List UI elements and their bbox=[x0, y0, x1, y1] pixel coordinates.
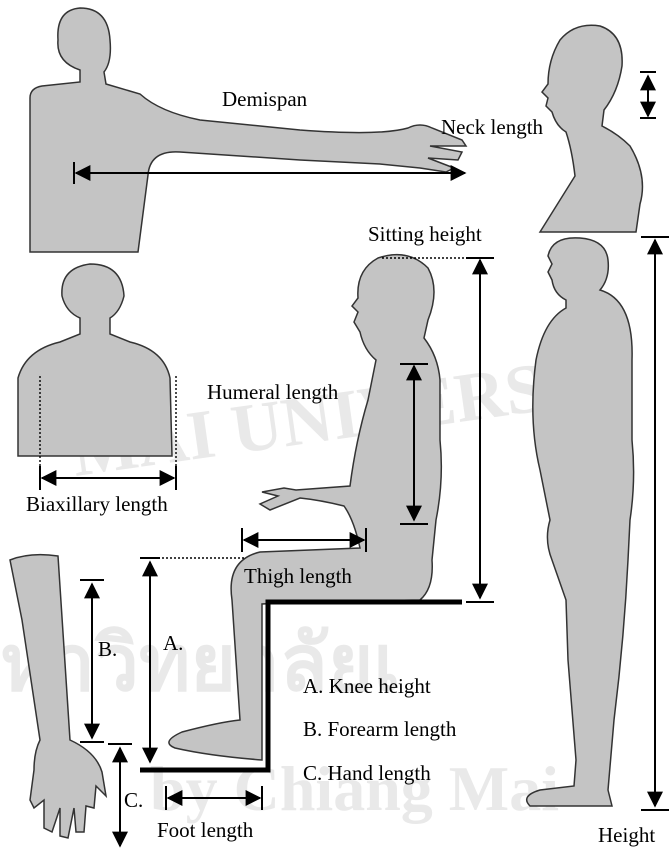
foot-length-label: Foot length bbox=[157, 818, 254, 842]
standing-figure bbox=[527, 238, 634, 806]
marker-c-label: C. bbox=[124, 788, 143, 812]
legend-hand-length: C. Hand length bbox=[303, 761, 431, 785]
legend-forearm-length: B. Forearm length bbox=[303, 717, 457, 741]
thigh-length-label: Thigh length bbox=[244, 564, 352, 588]
marker-b-label: B. bbox=[98, 637, 117, 661]
humeral-length-label: Humeral length bbox=[207, 380, 339, 404]
demispan-label: Demispan bbox=[222, 87, 308, 111]
legend-knee-height: A. Knee height bbox=[303, 674, 431, 698]
biaxillary-length-label: Biaxillary length bbox=[26, 492, 168, 516]
demispan-figure bbox=[30, 8, 466, 252]
neck-figure bbox=[540, 25, 642, 232]
marker-a-label: A. bbox=[163, 631, 183, 655]
biaxillary-figure bbox=[18, 264, 172, 456]
neck-length-label: Neck length bbox=[441, 115, 544, 139]
sitting-height-label: Sitting height bbox=[368, 222, 482, 246]
height-label: Height bbox=[598, 823, 655, 847]
